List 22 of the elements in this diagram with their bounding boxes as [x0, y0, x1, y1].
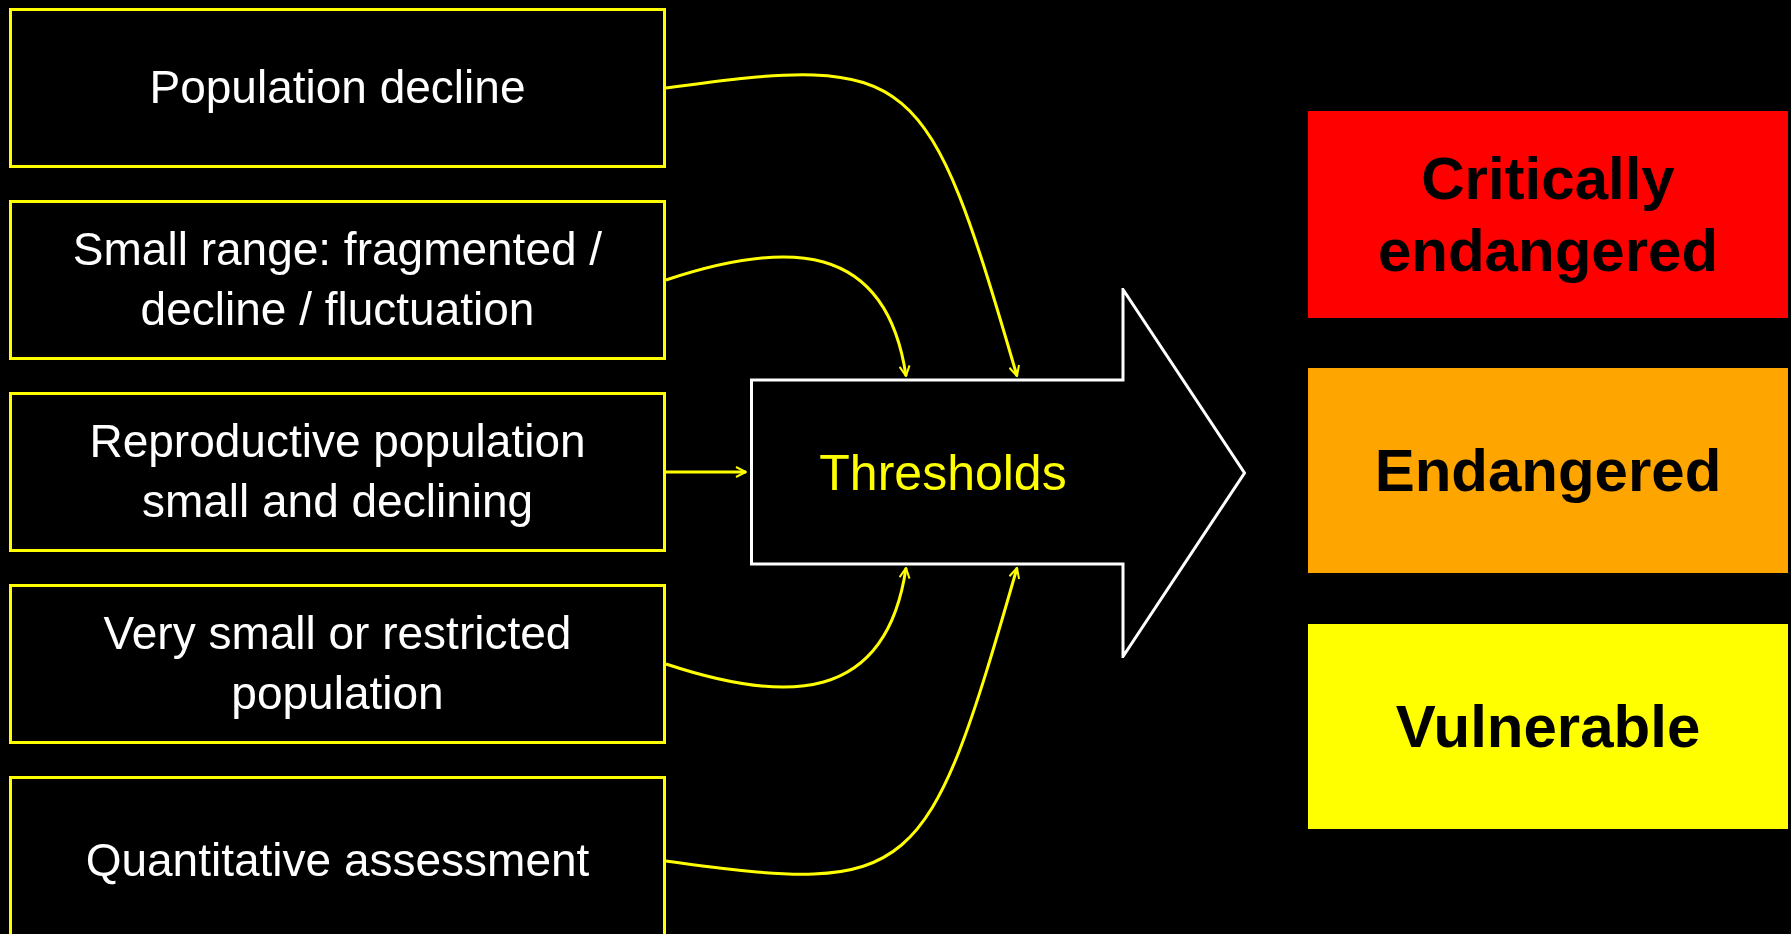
criterion-label: Small range: fragmented / decline / fluctuation [71, 222, 604, 337]
criterion-box [9, 392, 666, 552]
category-box [1308, 111, 1788, 318]
criterion-label: Population decline [149, 60, 526, 116]
criterion-label: Quantitative assessment [85, 833, 590, 889]
category-label: Vulnerable [1395, 691, 1701, 762]
arrow [665, 567, 1020, 876]
category-label: Endangered [1374, 435, 1722, 506]
criterion-box [9, 200, 666, 360]
arrow [666, 466, 747, 478]
arrow [665, 567, 910, 689]
arrow [665, 255, 910, 377]
criterion-label: Reproductive population small and declining [88, 414, 587, 529]
arrow [665, 73, 1020, 377]
criterion-box [9, 584, 666, 744]
category-label: Critically endangered [1376, 143, 1720, 286]
category-box [1308, 368, 1788, 573]
criterion-box [9, 8, 666, 168]
category-box [1308, 624, 1788, 829]
criterion-label: Very small or restricted population [102, 606, 573, 721]
criterion-box [9, 776, 666, 934]
arrow-label: Thresholds [819, 444, 1067, 502]
